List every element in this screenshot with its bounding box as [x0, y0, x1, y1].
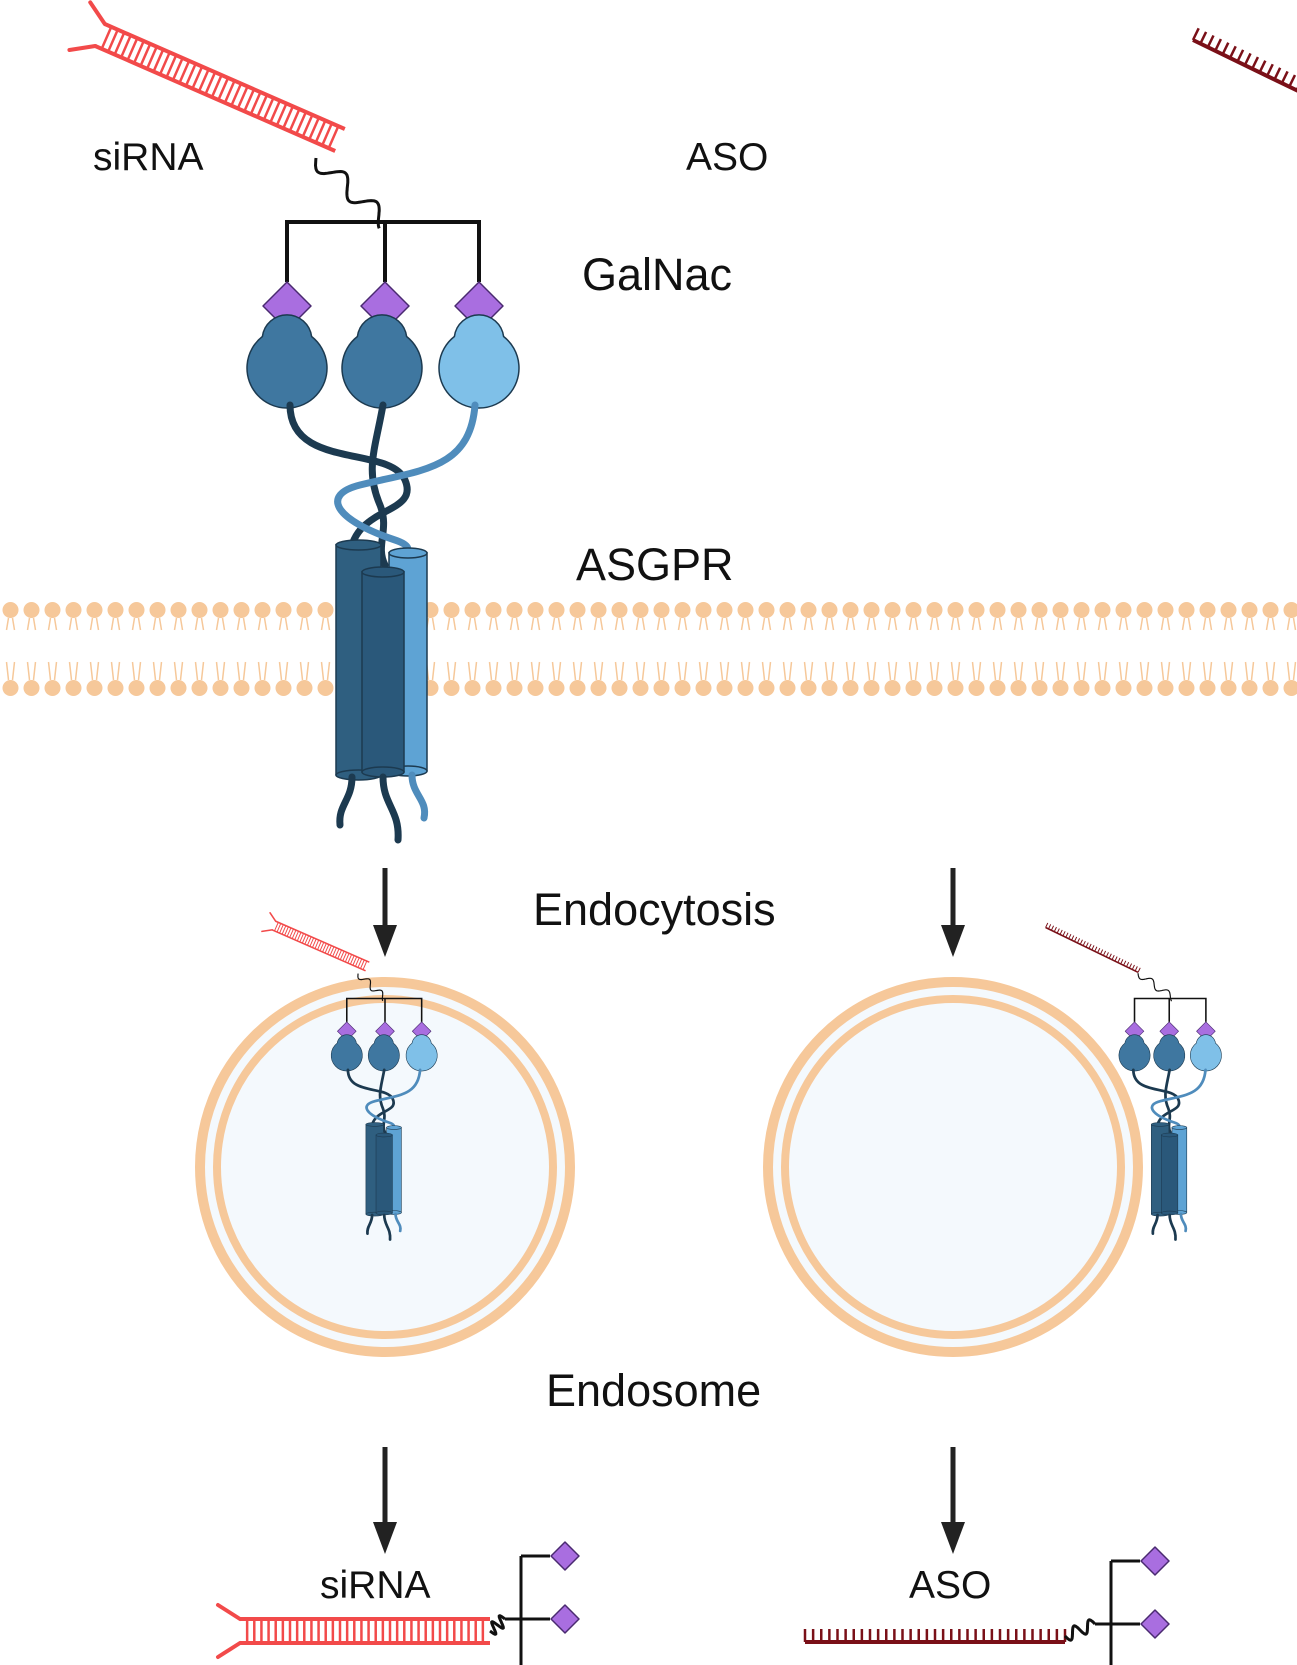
label-sirna-top: siRNA [93, 136, 204, 179]
tail-3 [408, 771, 429, 822]
tm-cylinder-back-top [388, 547, 428, 559]
arrow-endocytosis-right [941, 868, 965, 957]
galnac-bracket [345, 997, 423, 1022]
label-asgpr: ASGPR [576, 539, 734, 590]
label-aso-bottom: ASO [909, 1564, 992, 1607]
released-galnac-2 [550, 1604, 580, 1634]
arrow-release-right [941, 1447, 965, 1554]
endosome-right [763, 977, 1143, 1357]
tail-3 [1179, 1212, 1188, 1233]
receptor-complex-sirna [67, 0, 520, 844]
tail-2 [379, 773, 402, 844]
receptor-stalk-3 [1150, 1068, 1207, 1130]
receptor-head-1 [246, 314, 328, 409]
arrow-release-left [373, 1447, 397, 1554]
aso-strand [1191, 27, 1297, 93]
released-aso-strand [803, 1629, 1067, 1644]
released-linker [1063, 1618, 1097, 1642]
released-galnac-1 [1140, 1546, 1170, 1576]
tm-cylinder-front [1161, 1134, 1179, 1214]
receptor-head-1 [330, 1034, 363, 1072]
tail-2 [1168, 1213, 1177, 1241]
sirna-strand [261, 912, 370, 972]
released-bracket [505, 1554, 550, 1665]
sirna-strand [67, 0, 346, 153]
receptor-head-1 [1118, 1034, 1151, 1072]
receptor-stalk-3 [365, 1068, 422, 1130]
receptor-head-2 [341, 314, 423, 409]
aso-strand [1045, 922, 1141, 974]
tm-cylinder-back-top [386, 1125, 402, 1130]
tm-cylinder-back-top [1171, 1125, 1188, 1130]
label-sirna-bottom: siRNA [320, 1564, 431, 1607]
receptor-head-2 [367, 1034, 400, 1072]
label-endosome: Endosome [546, 1365, 762, 1416]
cell-membrane [0, 600, 1297, 714]
released-aso [803, 1546, 1170, 1665]
galnac-bracket [1133, 997, 1207, 1022]
released-bracket [1095, 1559, 1140, 1665]
galnac-bracket [285, 220, 481, 282]
tm-cylinder-front-top [375, 1132, 393, 1138]
released-galnac-2 [1140, 1609, 1170, 1639]
receptor-stalk-1 [286, 401, 411, 559]
receptor-head-3 [438, 314, 520, 409]
tm-cylinder-front-top [1161, 1132, 1179, 1138]
released-linker [489, 1614, 506, 1636]
released-galnac-1 [550, 1541, 580, 1571]
tm-cylinder-front [375, 1134, 393, 1214]
linker [1137, 973, 1173, 1002]
tm-cylinder-left-top [335, 539, 382, 551]
linker [313, 157, 381, 229]
label-galnac: GalNac [582, 249, 733, 300]
label-aso-top: ASO [686, 136, 769, 179]
endosome-complex-aso [1045, 922, 1222, 1241]
tm-cylinder-left-top [365, 1122, 384, 1127]
endosome-complex-sirna [261, 912, 438, 1241]
receptor-complex-aso [1191, 27, 1297, 93]
tm-cylinder-front [361, 571, 405, 773]
tail-3 [394, 1212, 402, 1233]
tm-cylinder-front-top [361, 566, 405, 578]
receptor-head-2 [1153, 1034, 1186, 1072]
receptor-head-3 [405, 1034, 438, 1072]
label-endocytosis: Endocytosis [533, 884, 776, 935]
arrow-endocytosis-left [373, 868, 397, 957]
receptor-stalk-1 [1131, 1068, 1181, 1130]
tail-2 [382, 1213, 392, 1241]
released-sirna-strand [216, 1603, 490, 1659]
tail-1 [366, 1213, 374, 1236]
tail-1 [336, 773, 356, 829]
linker [357, 973, 384, 1002]
released-sirna [216, 1541, 580, 1665]
tail-1 [1151, 1213, 1159, 1236]
tm-cylinder-left-top [1150, 1122, 1170, 1127]
receptor-stalk-3 [334, 401, 479, 559]
receptor-head-3 [1190, 1034, 1222, 1072]
receptor-stalk-1 [346, 1068, 395, 1130]
